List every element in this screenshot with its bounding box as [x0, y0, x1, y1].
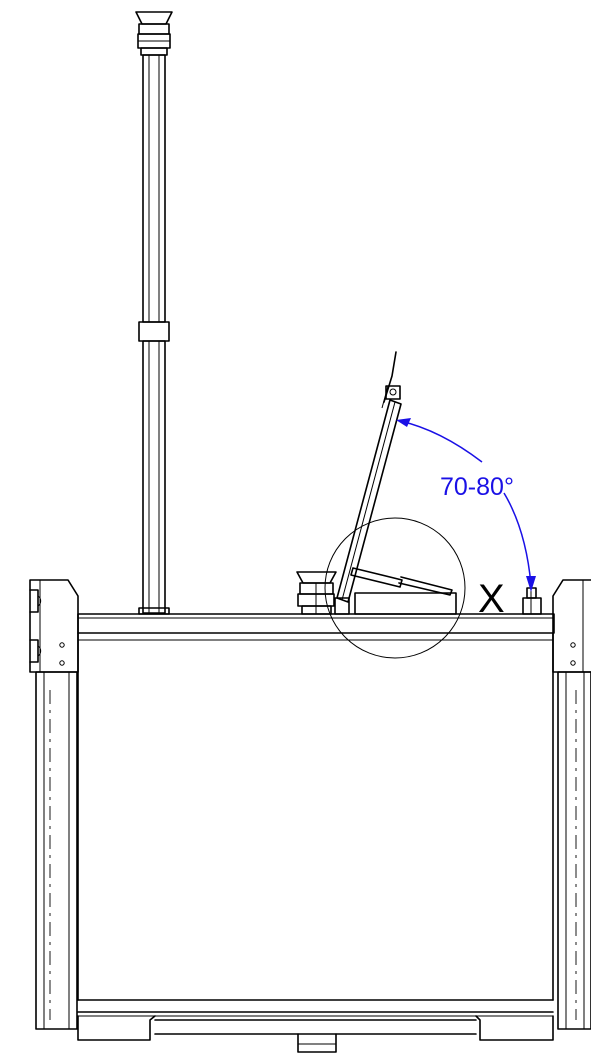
x-mark: X — [478, 577, 505, 621]
angle-dimension: 70-80° — [396, 418, 536, 592]
detail-circle — [324, 517, 466, 659]
right-post — [552, 579, 591, 1030]
angle-label: 70-80° — [440, 473, 514, 501]
arrowhead-bottom — [526, 576, 536, 592]
gas-strut — [350, 567, 457, 615]
filler-cap — [296, 571, 337, 615]
arrowhead-top — [396, 418, 411, 427]
open-lid — [334, 351, 402, 615]
tank-body — [77, 613, 555, 1017]
vent-pole — [135, 11, 173, 615]
lid-stop — [522, 587, 542, 615]
left-post — [29, 579, 79, 1030]
base-frame — [77, 1015, 554, 1053]
